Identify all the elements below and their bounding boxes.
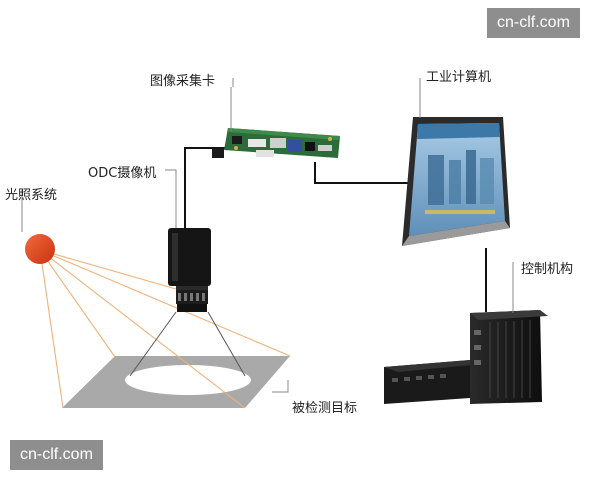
target-field-of-view (125, 365, 251, 395)
cable-card-to-pc (314, 162, 408, 184)
label-industrial-pc: 工业计算机 (426, 70, 492, 85)
label-lighting: 光照系统 (5, 188, 58, 203)
label-leader-lines (21, 78, 514, 393)
label-camera: ODC摄像机 (88, 166, 157, 181)
camera-icon (168, 228, 211, 312)
embedded-box-pc-icon (384, 310, 548, 404)
circuit-board-icon (212, 128, 340, 158)
cable-card-to-camera (184, 147, 226, 228)
watermark-bottom-left: cn-clf.com (10, 440, 103, 470)
label-target: 被检测目标 (292, 401, 358, 416)
label-controller: 控制机构 (521, 262, 574, 277)
camera-fov-lines (129, 311, 246, 377)
light-rays (39, 249, 291, 409)
touch-monitor-icon (402, 117, 510, 246)
watermark-top-right: cn-clf.com (487, 8, 580, 38)
light-source-icon (25, 234, 55, 264)
label-capture-card: 图像采集卡 (150, 74, 216, 89)
